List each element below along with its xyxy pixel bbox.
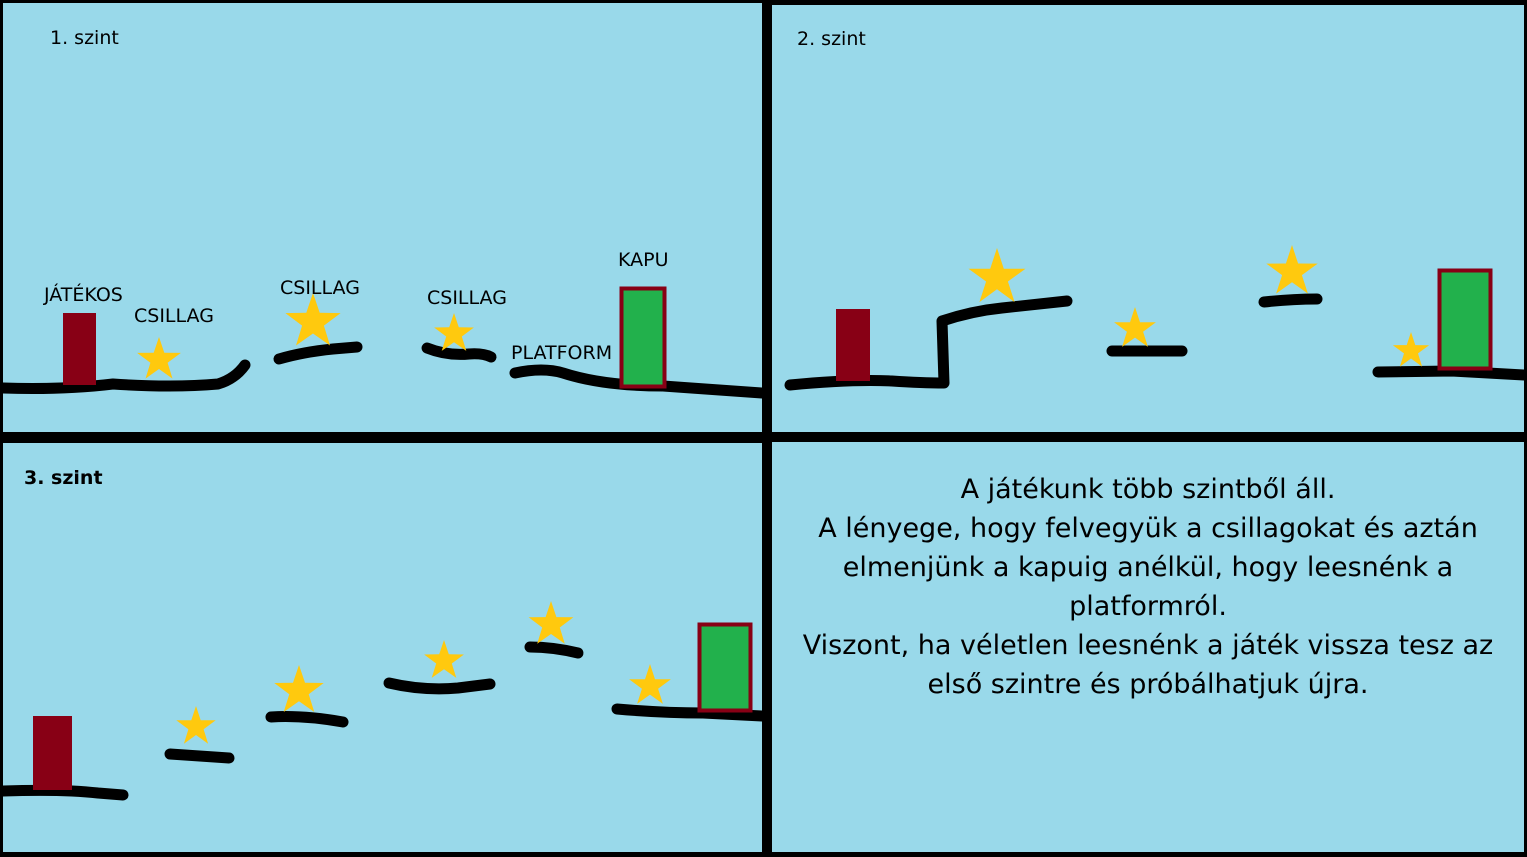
floating-platform [421, 342, 497, 363]
star [1114, 307, 1156, 347]
level-title: 1. szint [50, 27, 119, 49]
star [274, 665, 324, 712]
gate [697, 622, 753, 713]
player [836, 309, 870, 381]
star [285, 293, 341, 346]
star [629, 664, 671, 704]
gate [619, 286, 667, 389]
star-label: CSILLAG [280, 277, 360, 299]
gate-label: KAPU [618, 249, 669, 271]
description-panel: A játékunk több szintből áll. A lényege,… [772, 442, 1524, 852]
level-title: 3. szint [24, 467, 103, 489]
star [1266, 245, 1318, 294]
player [33, 716, 72, 790]
star [424, 640, 464, 678]
ground-platform [3, 359, 251, 394]
level-1-scene [3, 286, 762, 399]
floating-platform [164, 748, 235, 764]
ground-platform [784, 295, 1073, 391]
star [434, 313, 474, 351]
level-3-panel: 3. szint [3, 443, 762, 852]
description-line: platformról. [1069, 591, 1227, 622]
star [1392, 332, 1430, 367]
description-line: első szintre és próbálhatjuk újra. [927, 669, 1369, 700]
description-line: elmenjünk a kapuig anélkül, hogy leesnén… [842, 552, 1454, 583]
player-label: JÁTÉKOS [44, 284, 123, 306]
game-description: A játékunk több szintből áll. A lényege,… [772, 470, 1524, 704]
ground-platform [3, 784, 129, 801]
floating-platform [524, 641, 584, 659]
level-title: 2. szint [797, 28, 866, 50]
platform-end [611, 703, 762, 722]
platform-label: PLATFORM [511, 342, 613, 364]
floating-platform [265, 711, 349, 728]
floating-platform [1258, 293, 1323, 308]
level-2-scene [784, 245, 1524, 391]
description-line: A lényege, hogy felvegyük a csillagokat … [818, 513, 1478, 544]
level-3-scene [3, 601, 762, 801]
floating-platform [383, 677, 496, 695]
star-label: CSILLAG [427, 287, 507, 309]
star [176, 706, 216, 744]
level-1-panel: 1. szint JÁTÉKOS CSILLAG CSILLAG CSILLAG… [3, 3, 762, 432]
star-label: CSILLAG [134, 305, 214, 327]
floating-platform [273, 341, 363, 365]
star [528, 601, 574, 644]
gate [1437, 268, 1493, 371]
level-2-panel: 2. szint [772, 5, 1524, 432]
description-line: A játékunk több szintből áll. [960, 474, 1336, 505]
player [63, 313, 96, 385]
star [968, 248, 1026, 303]
star [137, 337, 181, 379]
platform-end [1372, 365, 1524, 381]
description-line: Viszont, ha véletlen leesnénk a játék vi… [802, 630, 1494, 661]
